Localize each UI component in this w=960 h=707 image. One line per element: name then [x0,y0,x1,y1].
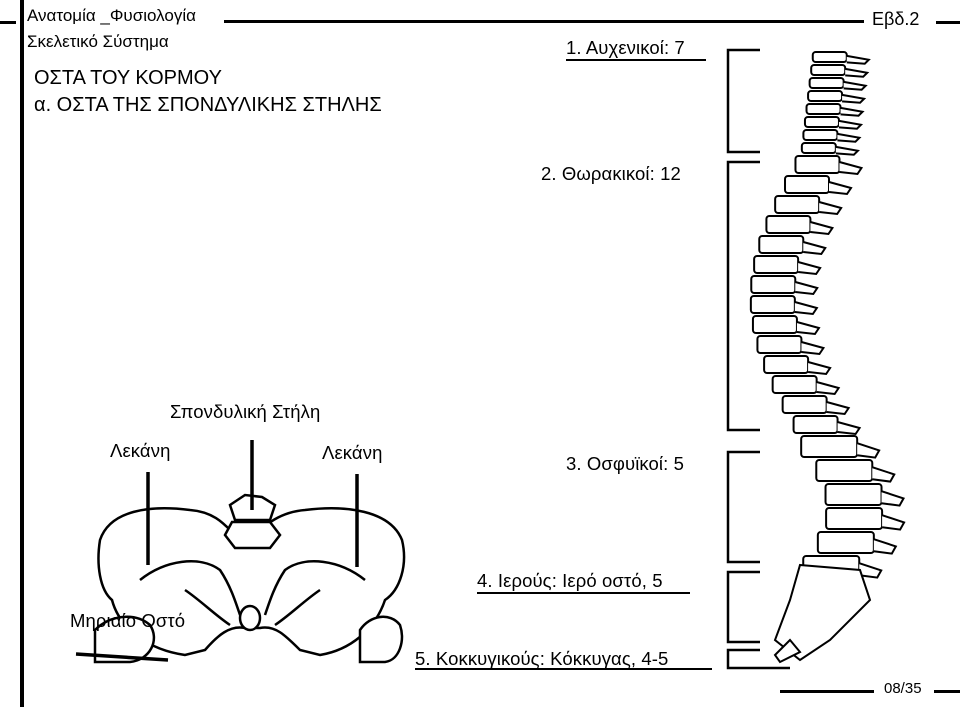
vertebra [826,508,882,529]
spinous-process [872,467,894,481]
vertebra [754,256,798,273]
spinous-process [882,515,904,529]
spinous-process [819,202,841,214]
vertebra [766,216,810,233]
spinous-process [874,539,896,553]
spinous-process [795,282,817,294]
spinous-process [803,242,825,254]
vertebra [807,104,841,114]
vertebra [775,196,819,213]
spinous-process [827,402,849,414]
spinous-process [801,342,823,354]
spinous-process [882,491,904,505]
bracket-cervical [728,50,760,152]
vertebra [773,376,817,393]
spinous-process [798,262,820,274]
vertebra [816,460,872,481]
vertebra [794,416,838,433]
spinous-process [808,362,830,374]
vertebra [818,532,874,553]
spinous-process [839,121,861,129]
spine-drawing [751,52,904,662]
spinous-process [810,222,832,234]
vertebra [801,436,857,457]
bracket-lumbar [728,452,760,562]
vertebra [805,117,839,127]
vertebra [826,484,882,505]
vertebra [759,236,803,253]
vertebra [764,356,808,373]
vertebra [795,156,839,173]
spinous-process [841,108,863,116]
vertebra [751,296,795,313]
spinous-process [838,422,860,434]
bracket-sacral [728,572,760,642]
spinous-process [836,147,858,155]
vertebra [803,130,837,140]
spinous-process [817,382,839,394]
spinous-process [844,82,866,90]
vertebra [810,78,844,88]
spinous-process [795,302,817,314]
spinous-process [842,95,864,103]
vertebra [813,52,847,62]
spinous-process [797,322,819,334]
spinous-process [845,69,867,77]
vertebra [802,143,836,153]
label-underlines [415,60,712,669]
spinous-process [857,443,879,457]
spinous-process [837,134,859,142]
spinous-process [847,56,869,64]
label-femur: Μηριαίο Οστό [70,610,185,632]
vertebra [808,91,842,101]
vertebra [751,276,795,293]
vertebra [757,336,801,353]
vertebra [753,316,797,333]
vertebra [785,176,829,193]
spinous-process [839,162,861,174]
vertebra [811,65,845,75]
vertebra [783,396,827,413]
spinous-process [829,182,851,194]
